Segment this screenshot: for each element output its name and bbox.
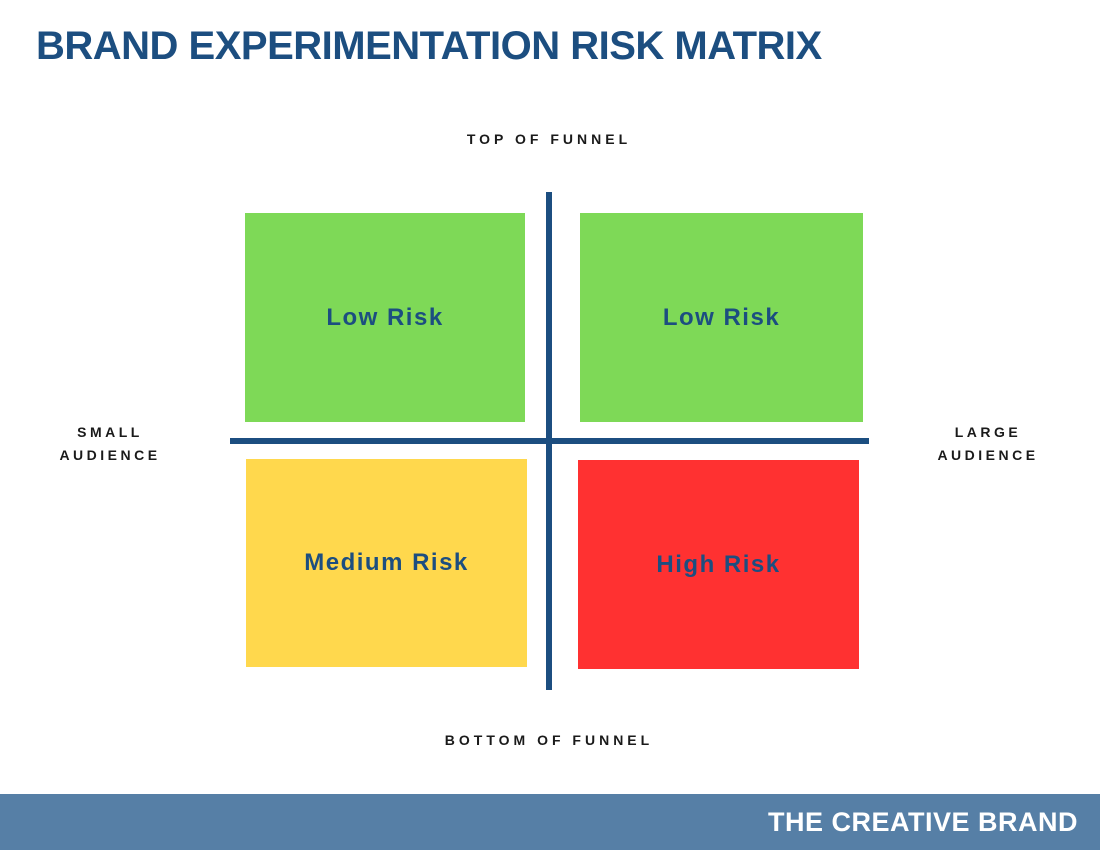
quadrant-label: High Risk bbox=[656, 550, 781, 578]
axis-label-small-audience-line1: SMALL bbox=[77, 424, 143, 440]
quadrant-label: Low Risk bbox=[326, 303, 444, 331]
horizontal-axis-line bbox=[230, 438, 869, 444]
footer-brand-name: THE CREATIVE BRAND bbox=[767, 806, 1078, 837]
axis-label-bottom-of-funnel: BOTTOM OF FUNNEL bbox=[444, 732, 654, 748]
axis-label-top-of-funnel: TOP OF FUNNEL bbox=[466, 131, 632, 147]
page-title: BRAND EXPERIMENTATION RISK MATRIX bbox=[36, 24, 822, 68]
axis-label-large-audience: LARGE AUDIENCE bbox=[898, 421, 1078, 467]
axis-label-small-audience-line2: AUDIENCE bbox=[59, 447, 161, 463]
quadrant-top-left-low-risk: Low Risk bbox=[245, 213, 525, 422]
quadrant-label: Medium Risk bbox=[304, 549, 469, 576]
footer-brand-bar: THE CREATIVE BRAND bbox=[0, 794, 1100, 850]
quadrant-bottom-left-medium-risk: Medium Risk bbox=[246, 459, 527, 667]
axis-label-large-audience-line2: AUDIENCE bbox=[937, 447, 1039, 463]
axis-label-small-audience: SMALL AUDIENCE bbox=[20, 421, 200, 467]
axis-label-large-audience-line1: LARGE bbox=[954, 424, 1022, 440]
quadrant-label: Low Risk bbox=[662, 303, 781, 331]
quadrant-bottom-right-high-risk: High Risk bbox=[578, 460, 859, 669]
quadrant-top-right-low-risk: Low Risk bbox=[580, 213, 863, 422]
